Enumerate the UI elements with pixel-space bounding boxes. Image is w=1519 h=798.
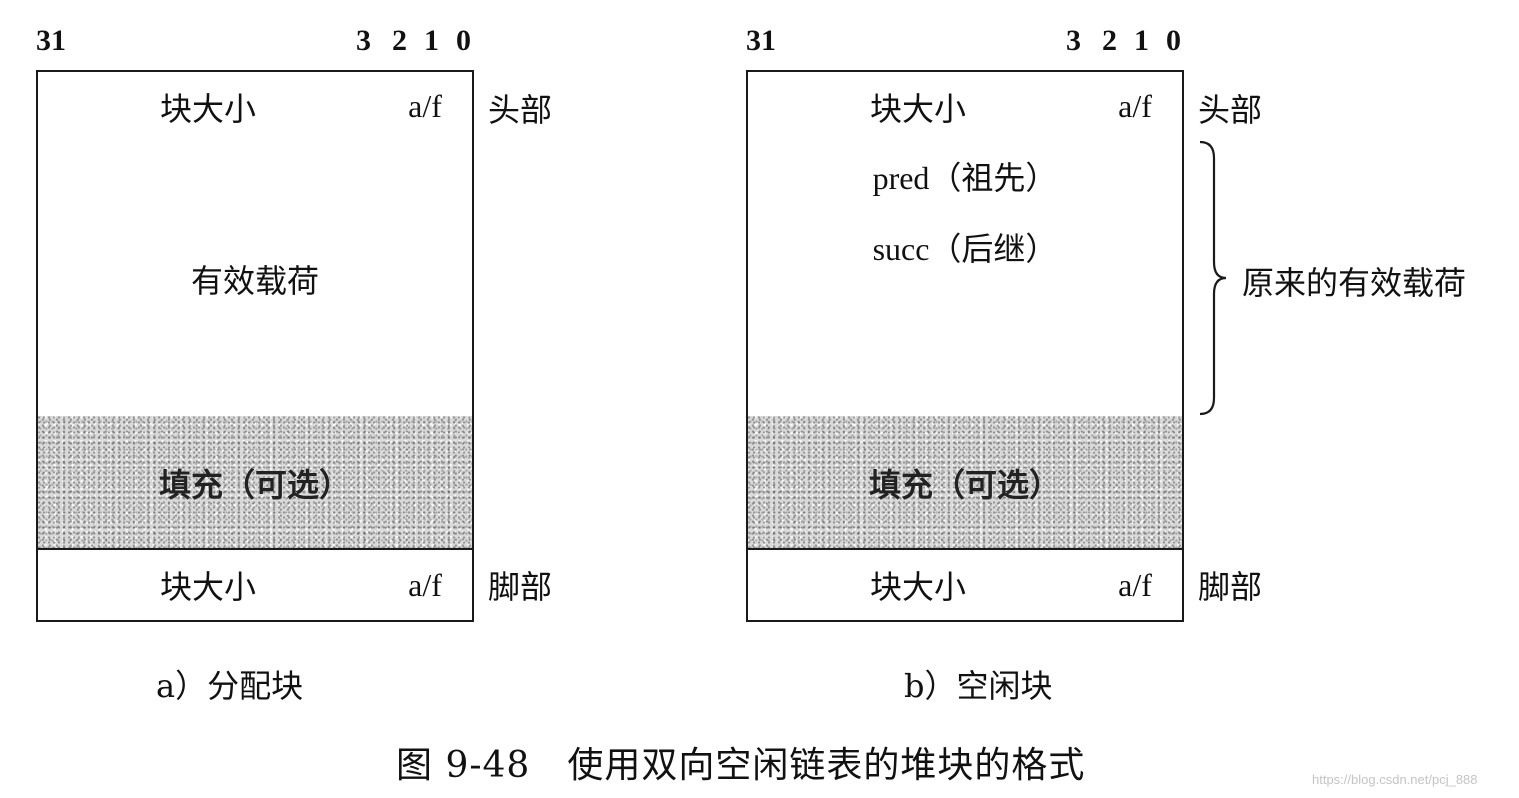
bit-label-2: 2 [1102,24,1117,57]
bit-label-3: 3 [356,24,371,57]
free-header-af-cell: a/f [1088,70,1184,143]
pred-label: pred（祖先） [872,160,1058,196]
header-af-label: a/f [408,88,442,124]
header-side-label: 头部 [488,91,553,129]
bit-label-3: 3 [1066,24,1081,57]
free-padding-region: 填充（可选） [746,416,1184,550]
payload-brace-icon [1199,140,1227,416]
bit-label-0: 0 [1166,24,1181,57]
padding-region: 填充（可选） [36,416,474,550]
footer-side-label: 脚部 [488,568,553,606]
original-payload-label: 原来的有效载荷 [1242,264,1467,302]
bit-label-1: 1 [424,24,439,57]
bit-label-1: 1 [1134,24,1149,57]
figure-caption: 图 9-48 使用双向空闲链表的堆块的格式 [396,745,1086,786]
free-footer-side-label: 脚部 [1198,568,1263,606]
bit-label-2: 2 [392,24,407,57]
bit-label-31: 31 [36,24,66,57]
footer-af-cell: a/f [378,548,474,622]
payload-label: 有效载荷 [190,261,319,300]
free-padding-label: 填充（可选） [868,466,1061,504]
free-header-block-size-label: 块大小 [869,89,966,128]
free-footer-af-cell: a/f [1088,548,1184,622]
header-af-cell: a/f [378,70,474,143]
allocated-block-caption: a）分配块 [156,667,304,705]
footer-block-size-cell: 块大小 [36,548,380,622]
watermark-text: https://blog.csdn.net/pcj_888 [1312,772,1478,787]
free-footer-block-size-cell: 块大小 [746,548,1090,622]
bit-label-31: 31 [746,24,776,57]
free-header-side-label: 头部 [1198,91,1263,129]
footer-af-label: a/f [408,566,442,603]
padding-label: 填充（可选） [158,466,351,504]
succ-label: succ（后继） [872,230,1058,267]
free-header-block-size-cell: 块大小 [746,70,1090,143]
free-header-af-label: a/f [1118,88,1152,124]
free-footer-block-size-label: 块大小 [869,568,966,606]
free-block-caption: b）空闲块 [904,667,1053,705]
header-block-size-label: 块大小 [159,89,256,128]
payload-cell: 有效载荷 [36,141,474,418]
bit-label-0: 0 [456,24,471,57]
old-payload-remainder-cell [746,282,1184,418]
footer-block-size-label: 块大小 [159,568,256,606]
pred-cell: pred（祖先） [746,141,1184,213]
free-footer-af-label: a/f [1118,566,1152,603]
succ-cell: succ（后继） [746,211,1184,284]
header-block-size-cell: 块大小 [36,70,380,143]
